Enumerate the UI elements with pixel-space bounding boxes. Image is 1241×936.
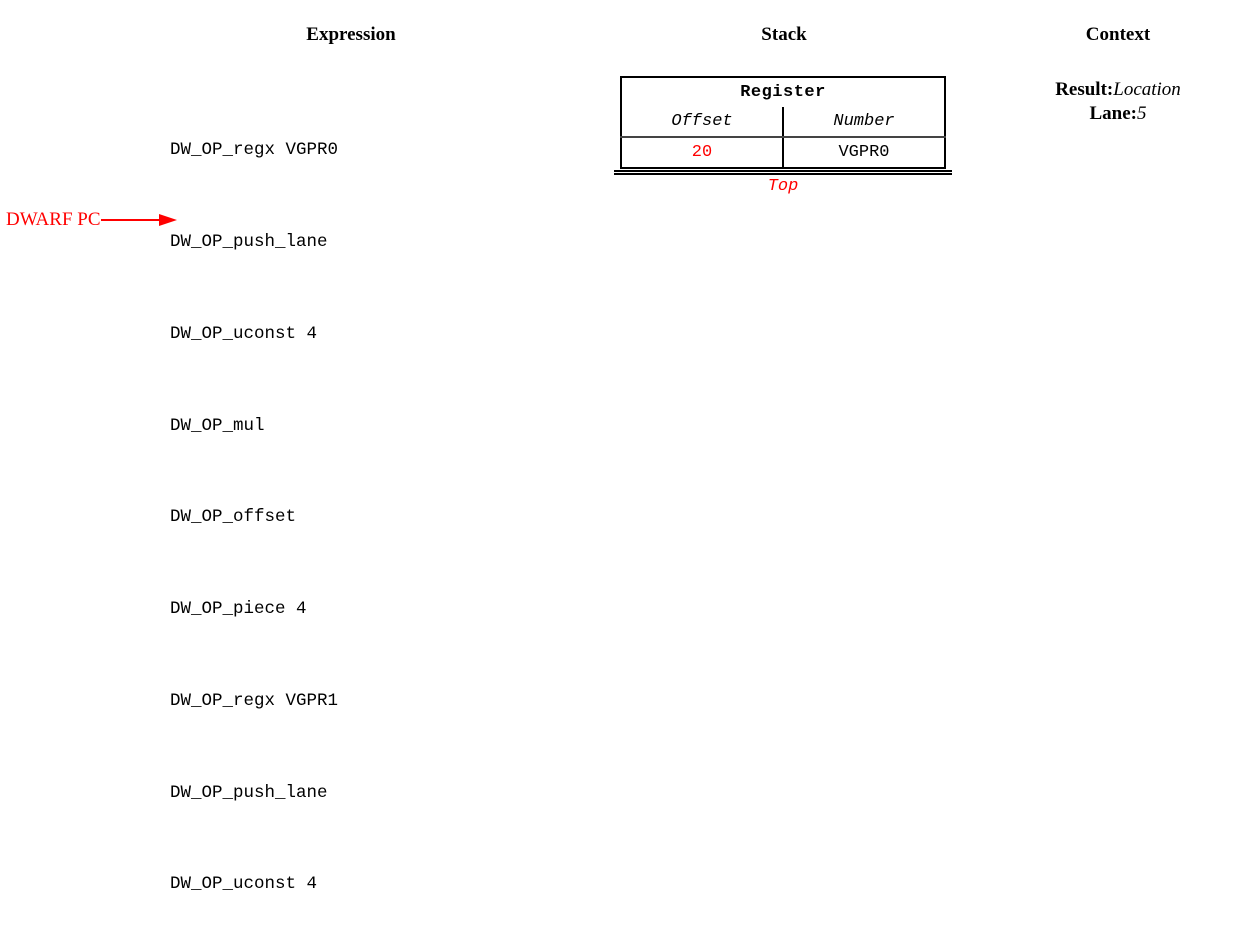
context-value: Location bbox=[1113, 79, 1181, 100]
context-key: Lane: bbox=[1089, 103, 1138, 124]
page-title-context: Context bbox=[1085, 24, 1151, 45]
expression-line: DW_OP_push_lane bbox=[170, 231, 328, 252]
dwarf-pc-label: DWARF PC bbox=[6, 209, 101, 230]
stack-cell-number: VGPR0 bbox=[783, 137, 946, 169]
expression-line: DW_OP_uconst 4 bbox=[170, 323, 318, 344]
expression-line: DW_OP_push_lane bbox=[170, 782, 328, 803]
expression-line: DW_OP_regx VGPR1 bbox=[170, 690, 339, 711]
table-row: 20 VGPR0 bbox=[620, 137, 946, 169]
stack-column-header-number: Number bbox=[783, 107, 946, 138]
stack-column-header-offset: Offset bbox=[620, 107, 784, 138]
stack-column-header-row: Offset Number bbox=[620, 107, 946, 138]
page-title-expression: Expression bbox=[306, 24, 396, 45]
context-entry-lane: Lane:5 bbox=[1018, 102, 1218, 126]
stack-cell-offset: 20 bbox=[620, 137, 784, 169]
stack-table: Register Offset Number 20 VGPR0 bbox=[620, 76, 946, 169]
page-title-stack: Stack bbox=[761, 24, 807, 45]
context-block: Result:Location Lane:5 bbox=[1018, 78, 1218, 126]
stack-entry-title: Register bbox=[620, 76, 946, 107]
arrow-right-icon bbox=[100, 214, 177, 226]
stack-base-rule bbox=[614, 170, 952, 175]
expression-line: DW_OP_uconst 4 bbox=[170, 874, 318, 895]
stack-table-wrapper: Register Offset Number 20 VGPR0 Top bbox=[614, 76, 954, 196]
expression-line: DW_OP_regx VGPR0 bbox=[170, 140, 339, 161]
dwarf-pc-marker: DWARF PC bbox=[6, 210, 179, 230]
expression-line: DW_OP_piece 4 bbox=[170, 599, 307, 620]
context-value: 5 bbox=[1137, 103, 1147, 124]
expression-list: DW_OP_regx VGPR0 DW_OP_push_lane DW_OP_u… bbox=[170, 74, 338, 936]
context-key: Result: bbox=[1055, 79, 1114, 100]
context-entry-result: Result:Location bbox=[1018, 78, 1218, 102]
expression-line: DW_OP_mul bbox=[170, 415, 265, 436]
stack-entry-title-row: Register bbox=[620, 76, 946, 107]
expression-line: DW_OP_offset bbox=[170, 507, 297, 528]
stack-top-label: Top bbox=[767, 177, 799, 196]
